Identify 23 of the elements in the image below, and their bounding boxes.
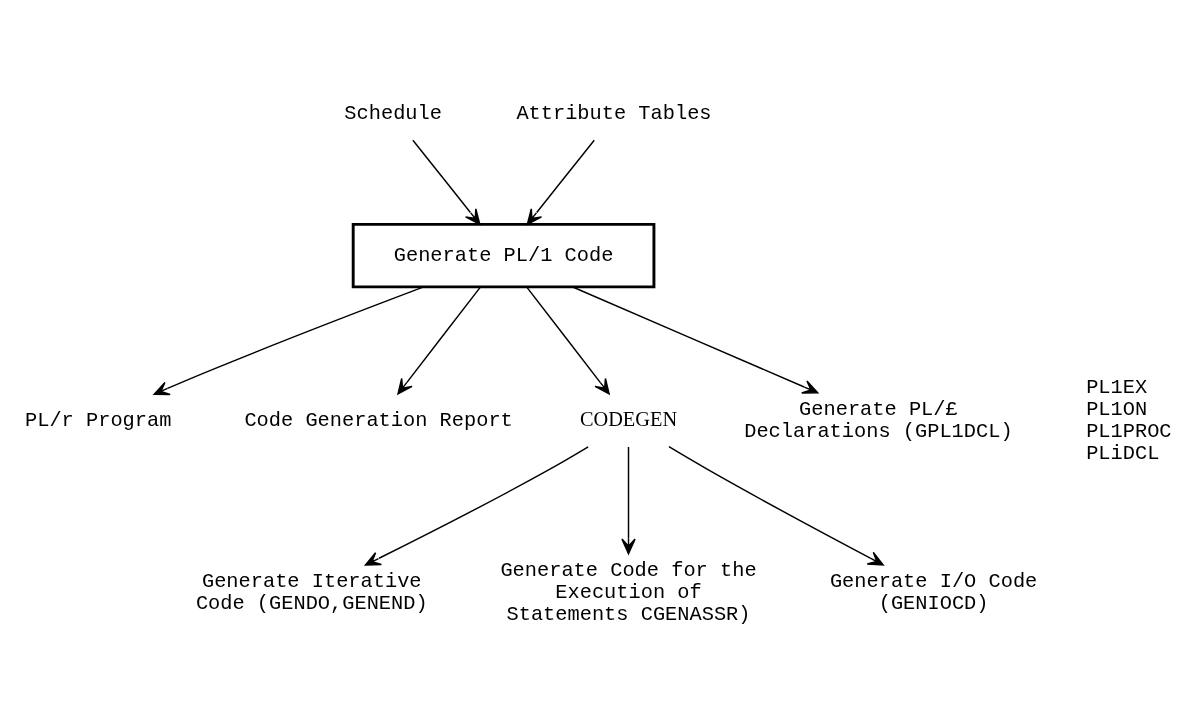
- node-text: Generate Code for the Execution of Statements CGENASSR): [500, 559, 757, 626]
- arrow: [412, 139, 481, 225]
- label: PL1PROC: [1086, 419, 1172, 443]
- node-text: Generate I/O Code (GENIOCD): [829, 570, 1038, 615]
- arrow: [621, 446, 636, 555]
- node-text: PL/r Program: [25, 408, 172, 432]
- label: PLiDCL: [1086, 441, 1160, 465]
- node-text: Attribute Tables: [516, 102, 712, 126]
- node-text: Generate PL/£ Declarations (GPL1DCL): [744, 398, 1013, 443]
- arrow: [397, 286, 482, 395]
- label: PL1ON: [1086, 398, 1148, 421]
- node-text: CODEGEN: [579, 407, 678, 430]
- node-text: Schedule: [344, 102, 442, 126]
- node-box: Generate PL/1 Code: [351, 222, 656, 289]
- arrow: [526, 139, 595, 225]
- arrow: [526, 286, 610, 395]
- arrow: [153, 286, 425, 396]
- node-text: Code Generation Report: [244, 408, 513, 432]
- node-text: Generate Iterative Code (GENDO,GENEND): [195, 570, 428, 615]
- arrow: [572, 286, 819, 394]
- label: PL1EX: [1086, 376, 1148, 400]
- arrow: [668, 446, 884, 566]
- arrow: [364, 446, 589, 566]
